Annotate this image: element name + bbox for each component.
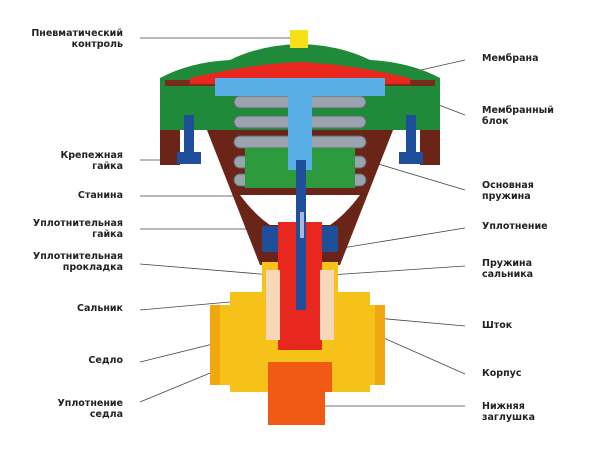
label-line: Пневматический <box>31 28 123 39</box>
housing-brown-right <box>420 130 440 165</box>
label-line: прокладка <box>62 262 123 273</box>
stem-highlight <box>300 212 304 238</box>
seat-shape <box>266 270 280 340</box>
label-line: Корпус <box>482 368 522 379</box>
mounting-nut-shape <box>177 115 423 164</box>
label-seal: Уплотнение <box>482 221 548 232</box>
label-line: Мембранный <box>482 105 554 116</box>
label-line: Седло <box>88 355 123 366</box>
leader-body <box>369 331 466 375</box>
label-seat: Седло <box>88 355 123 366</box>
label-line: Уплотнение <box>57 398 123 409</box>
label-line: Пружина <box>482 258 533 269</box>
label-line: блок <box>482 116 509 127</box>
label-line: контроль <box>71 39 123 50</box>
label-line: Уплотнительная <box>32 251 123 262</box>
bottom-plug-shape <box>268 362 332 425</box>
label-line: Крепежная <box>60 150 123 161</box>
housing-brown-left <box>160 130 180 165</box>
pneumatic-fitting-shape <box>290 30 308 48</box>
label-line: гайка <box>92 229 123 240</box>
body-right-port <box>375 305 385 385</box>
label-line: гайка <box>92 161 123 172</box>
label-line: Станина <box>77 190 123 201</box>
label-membrane: Мембрана <box>482 53 538 64</box>
leader-seal <box>329 227 466 251</box>
label-line: пружина <box>482 191 531 202</box>
label-line: Нижняя <box>482 401 525 412</box>
label-line: Основная <box>482 180 534 191</box>
leader-gland-spring <box>329 265 466 276</box>
stem-head-shape <box>215 78 385 160</box>
seat-shape-right <box>320 270 334 340</box>
label-line: седла <box>89 409 123 420</box>
label-line: Уплотнительная <box>32 218 123 229</box>
label-line: заглушка <box>482 412 535 423</box>
label-line: Уплотнение <box>482 221 548 232</box>
label-line: Шток <box>482 320 513 331</box>
label-body: Корпус <box>482 368 521 379</box>
label-line: сальника <box>482 269 534 280</box>
label-gland: Сальник <box>77 303 123 314</box>
body-left-port <box>210 305 220 385</box>
label-line: Сальник <box>76 303 123 314</box>
label-frame: Станина <box>78 190 123 201</box>
label-line: Мембрана <box>482 53 539 64</box>
leader-main-spring <box>364 159 466 191</box>
label-stem: Шток <box>482 320 512 331</box>
leader-sealing-gasket <box>139 263 273 276</box>
